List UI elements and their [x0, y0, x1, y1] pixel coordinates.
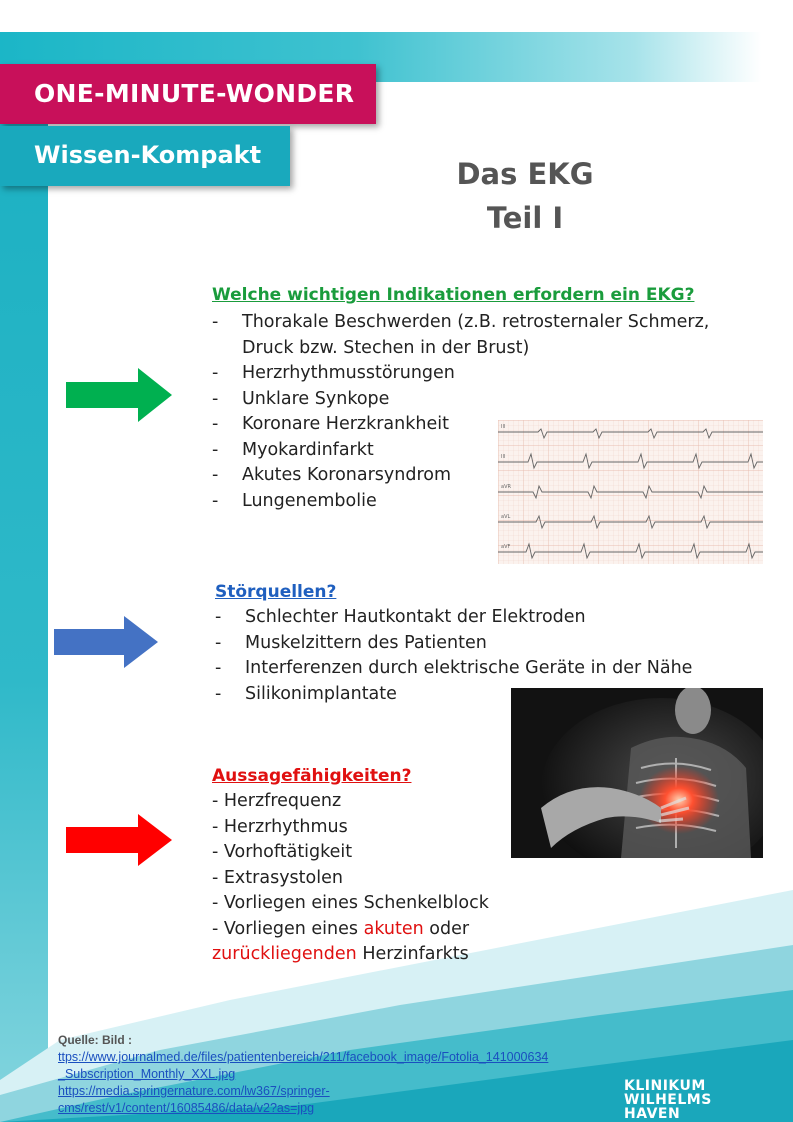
sources-label: Quelle: Bild :: [58, 1033, 133, 1047]
list-item: -Koronare Herzkrankheit: [212, 414, 449, 434]
ecg-lead-label: aVF: [501, 544, 510, 550]
list-item: - Vorliegen eines akuten oder zurücklieg…: [212, 918, 470, 965]
list-item: -Lungenembolie: [212, 490, 377, 511]
source-link-2[interactable]: https://media.springernature.com/lw367/s…: [58, 1084, 330, 1115]
list-item: -Unklare Synkope: [212, 388, 390, 409]
list-item: - Extrasystolen: [212, 867, 343, 888]
green-arrow-icon: [66, 368, 172, 422]
highlight-past: zurückliegenden: [212, 944, 357, 964]
title-line-2: Teil I: [486, 201, 564, 235]
one-minute-wonder-badge: ONE-MINUTE-WONDER: [0, 64, 376, 124]
list-item: - Vorliegen eines Schenkelblock: [212, 893, 489, 913]
title-line-1: Das EKG: [456, 157, 594, 191]
heart-anatomy-image: [511, 688, 763, 858]
wissen-kompakt-badge: Wissen-Kompakt: [0, 126, 290, 186]
bottom-wave-decoration: [0, 890, 793, 1122]
list-item: -Thorakale Beschwerden (z.B. retrosterna…: [212, 312, 710, 358]
page-title: Das EKG Teil I: [430, 152, 620, 240]
interference-heading: Störquellen?: [215, 582, 337, 602]
list-item: - Herzfrequenz: [212, 791, 342, 811]
blue-arrow-icon: [54, 616, 158, 668]
image-sources: Quelle: Bild : ttps://www.journalmed.de/…: [58, 1032, 638, 1117]
highlight-acute: akuten: [363, 918, 424, 939]
list-item: -Silikonimplantate: [215, 683, 397, 704]
findings-heading: Aussagefähigkeiten?: [212, 766, 412, 786]
list-item: -Interferenzen durch elektrische Geräte …: [215, 658, 693, 678]
ecg-lead-label: III: [501, 424, 505, 430]
klinikum-logo: KLINIKUM WILHELMS HAVEN: [624, 1078, 712, 1122]
indications-heading: Welche wichtigen Indikationen erfordern …: [212, 285, 695, 305]
source-link-1[interactable]: ttps://www.journalmed.de/files/patienten…: [58, 1050, 549, 1081]
list-item: - Herzrhythmus: [212, 816, 348, 837]
list-item: - Vorhoftätigkeit: [212, 842, 353, 862]
findings-list: - Herzfrequenz - Herzrhythmus - Vorhoftä…: [212, 789, 542, 968]
red-arrow-icon: [66, 814, 172, 866]
ecg-strip-image: III III aVR aVL aVF: [498, 420, 763, 564]
ecg-lead-label: III: [501, 454, 505, 460]
list-item: -Muskelzittern des Patienten: [215, 632, 487, 653]
ecg-lead-label: aVL: [501, 514, 510, 520]
list-item: -Myokardinfarkt: [212, 439, 374, 460]
list-item: -Akutes Koronarsyndrom: [212, 465, 452, 485]
list-item: -Herzrhythmusstörungen: [212, 363, 455, 383]
ecg-lead-label: aVR: [501, 484, 511, 490]
left-side-bar: [0, 82, 48, 1082]
indications-list: -Thorakale Beschwerden (z.B. retrosterna…: [212, 310, 712, 514]
list-item: -Schlechter Hautkontakt der Elektroden: [215, 607, 586, 627]
interference-list: -Schlechter Hautkontakt der Elektroden -…: [215, 605, 735, 707]
